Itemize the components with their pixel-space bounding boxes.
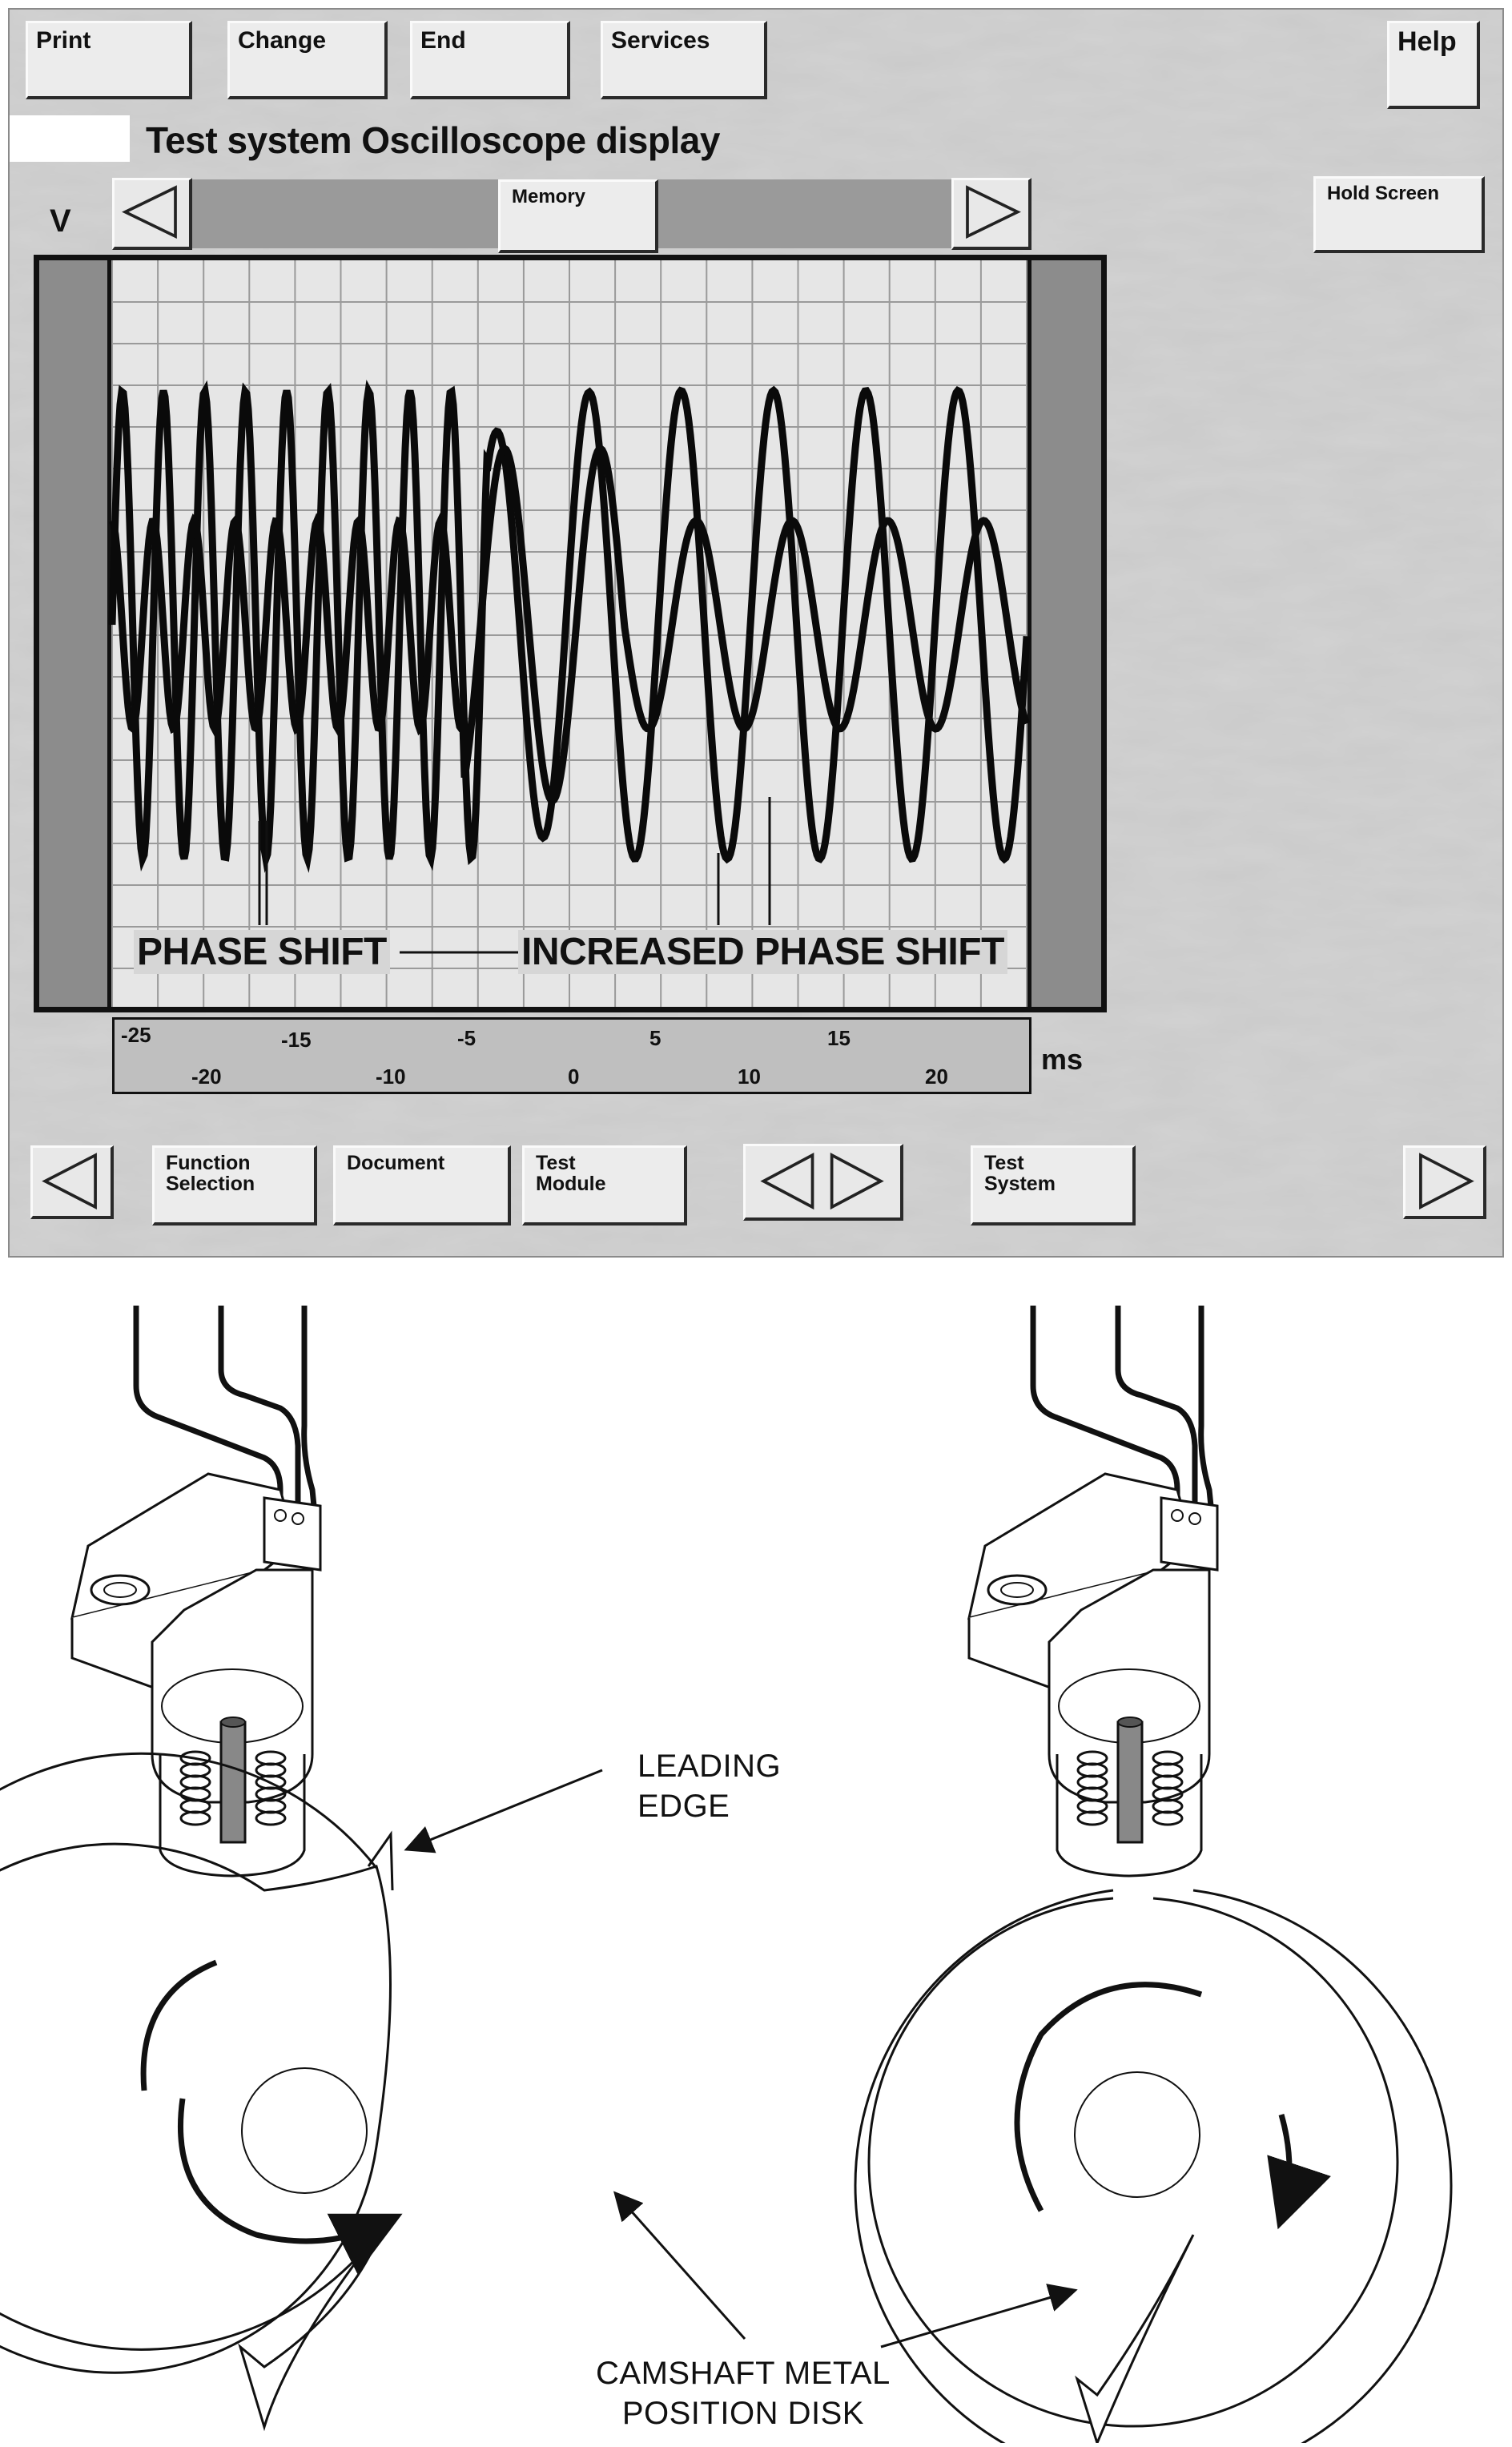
tick-label: 10 — [738, 1065, 761, 1089]
phase-markers — [258, 797, 771, 925]
memory-label: Memory — [512, 186, 586, 207]
print-button[interactable]: Print — [26, 21, 192, 99]
test-system-line2: System — [984, 1173, 1056, 1196]
change-button[interactable]: Change — [227, 21, 388, 99]
right-camshaft-disk — [854, 1889, 1453, 2447]
memory-prev-button[interactable] — [112, 178, 192, 250]
nav-forward-button[interactable] — [1403, 1145, 1486, 1219]
function-selection-line1: Function — [166, 1152, 251, 1174]
oscilloscope-screen: Print Change End Services Help Test syst… — [8, 8, 1504, 1258]
scope-display: PHASE SHIFT INCREASED PHASE SHIFT — [34, 255, 1107, 1012]
print-label: Print — [36, 27, 91, 54]
test-system-line1: Test — [984, 1152, 1024, 1174]
end-button[interactable]: End — [410, 21, 570, 99]
left-camshaft-disk — [0, 1752, 403, 2432]
hold-screen-label: Hold Screen — [1327, 183, 1440, 204]
increased-phase-shift-label: INCREASED PHASE SHIFT — [518, 930, 1007, 974]
help-button[interactable]: Help — [1387, 21, 1480, 109]
nav-back-button[interactable] — [30, 1145, 114, 1219]
camshaft-disk-callout: CAMSHAFT METAL POSITION DISK — [596, 2353, 891, 2433]
tick-label: 5 — [649, 1026, 662, 1050]
end-label: End — [420, 27, 466, 54]
left-right-arrows-icon — [760, 1153, 884, 1210]
camshaft-disk-line1: CAMSHAFT METAL — [596, 2356, 891, 2391]
camshaft-disk-line2: POSITION DISK — [621, 2396, 864, 2431]
services-button[interactable]: Services — [601, 21, 767, 99]
document-label: Document — [347, 1152, 445, 1174]
phase-shift-label: PHASE SHIFT — [134, 930, 390, 974]
leading-edge-arrow — [404, 1769, 603, 1853]
arrow-right-icon — [966, 185, 1021, 239]
tick-label: 0 — [568, 1065, 580, 1089]
right-sensor — [969, 1306, 1217, 1876]
disk-arrow-left — [613, 2191, 746, 2340]
help-label: Help — [1397, 26, 1457, 57]
tick-label: -15 — [281, 1028, 312, 1052]
memory-button[interactable]: Memory — [498, 179, 658, 253]
title-tab — [10, 115, 130, 162]
camshaft-sensor-illustration: LEADING EDGE CAMSHAFT METAL POSITION DIS… — [0, 1274, 1512, 2447]
leading-edge-line1: LEADING — [637, 1749, 782, 1784]
arrow-left-icon — [122, 185, 177, 239]
function-selection-button[interactable]: Function Selection — [152, 1145, 317, 1226]
left-margin-bar — [39, 260, 110, 1007]
test-module-line2: Module — [536, 1173, 606, 1196]
function-selection-line2: Selection — [166, 1173, 255, 1196]
arrow-right-icon — [1419, 1153, 1474, 1209]
page-title: Test system Oscilloscope display — [146, 119, 720, 161]
memory-next-button[interactable] — [951, 178, 1031, 250]
tick-label: -20 — [191, 1065, 222, 1089]
test-system-button[interactable]: Test System — [971, 1145, 1136, 1226]
test-module-line1: Test — [536, 1152, 576, 1174]
volt-axis-label: V — [50, 203, 71, 239]
waveform-fast — [108, 379, 1031, 873]
leading-edge-callout: LEADING EDGE — [637, 1746, 781, 1826]
tick-label: 20 — [925, 1065, 948, 1089]
tick-label: -10 — [376, 1065, 406, 1089]
document-button[interactable]: Document — [333, 1145, 511, 1226]
services-label: Services — [611, 27, 710, 54]
scope-plot — [39, 260, 1101, 1007]
tick-label: -5 — [457, 1026, 477, 1050]
arrow-left-icon — [42, 1153, 97, 1209]
leading-edge-line2: EDGE — [637, 1789, 730, 1824]
test-module-button[interactable]: Test Module — [522, 1145, 687, 1226]
tick-label: 15 — [827, 1026, 850, 1050]
right-margin-bar — [1029, 260, 1101, 1007]
disk-arrow-right — [880, 2284, 1078, 2348]
page-nav-button[interactable] — [743, 1144, 903, 1221]
change-label: Change — [238, 27, 327, 54]
time-unit-label: ms — [1041, 1043, 1084, 1076]
waveform-slow — [108, 444, 1031, 806]
time-axis: -25 -15 -5 5 15 -20 -10 0 10 20 — [112, 1017, 1031, 1094]
tick-label: -25 — [121, 1023, 151, 1047]
hold-screen-button[interactable]: Hold Screen — [1313, 176, 1485, 253]
